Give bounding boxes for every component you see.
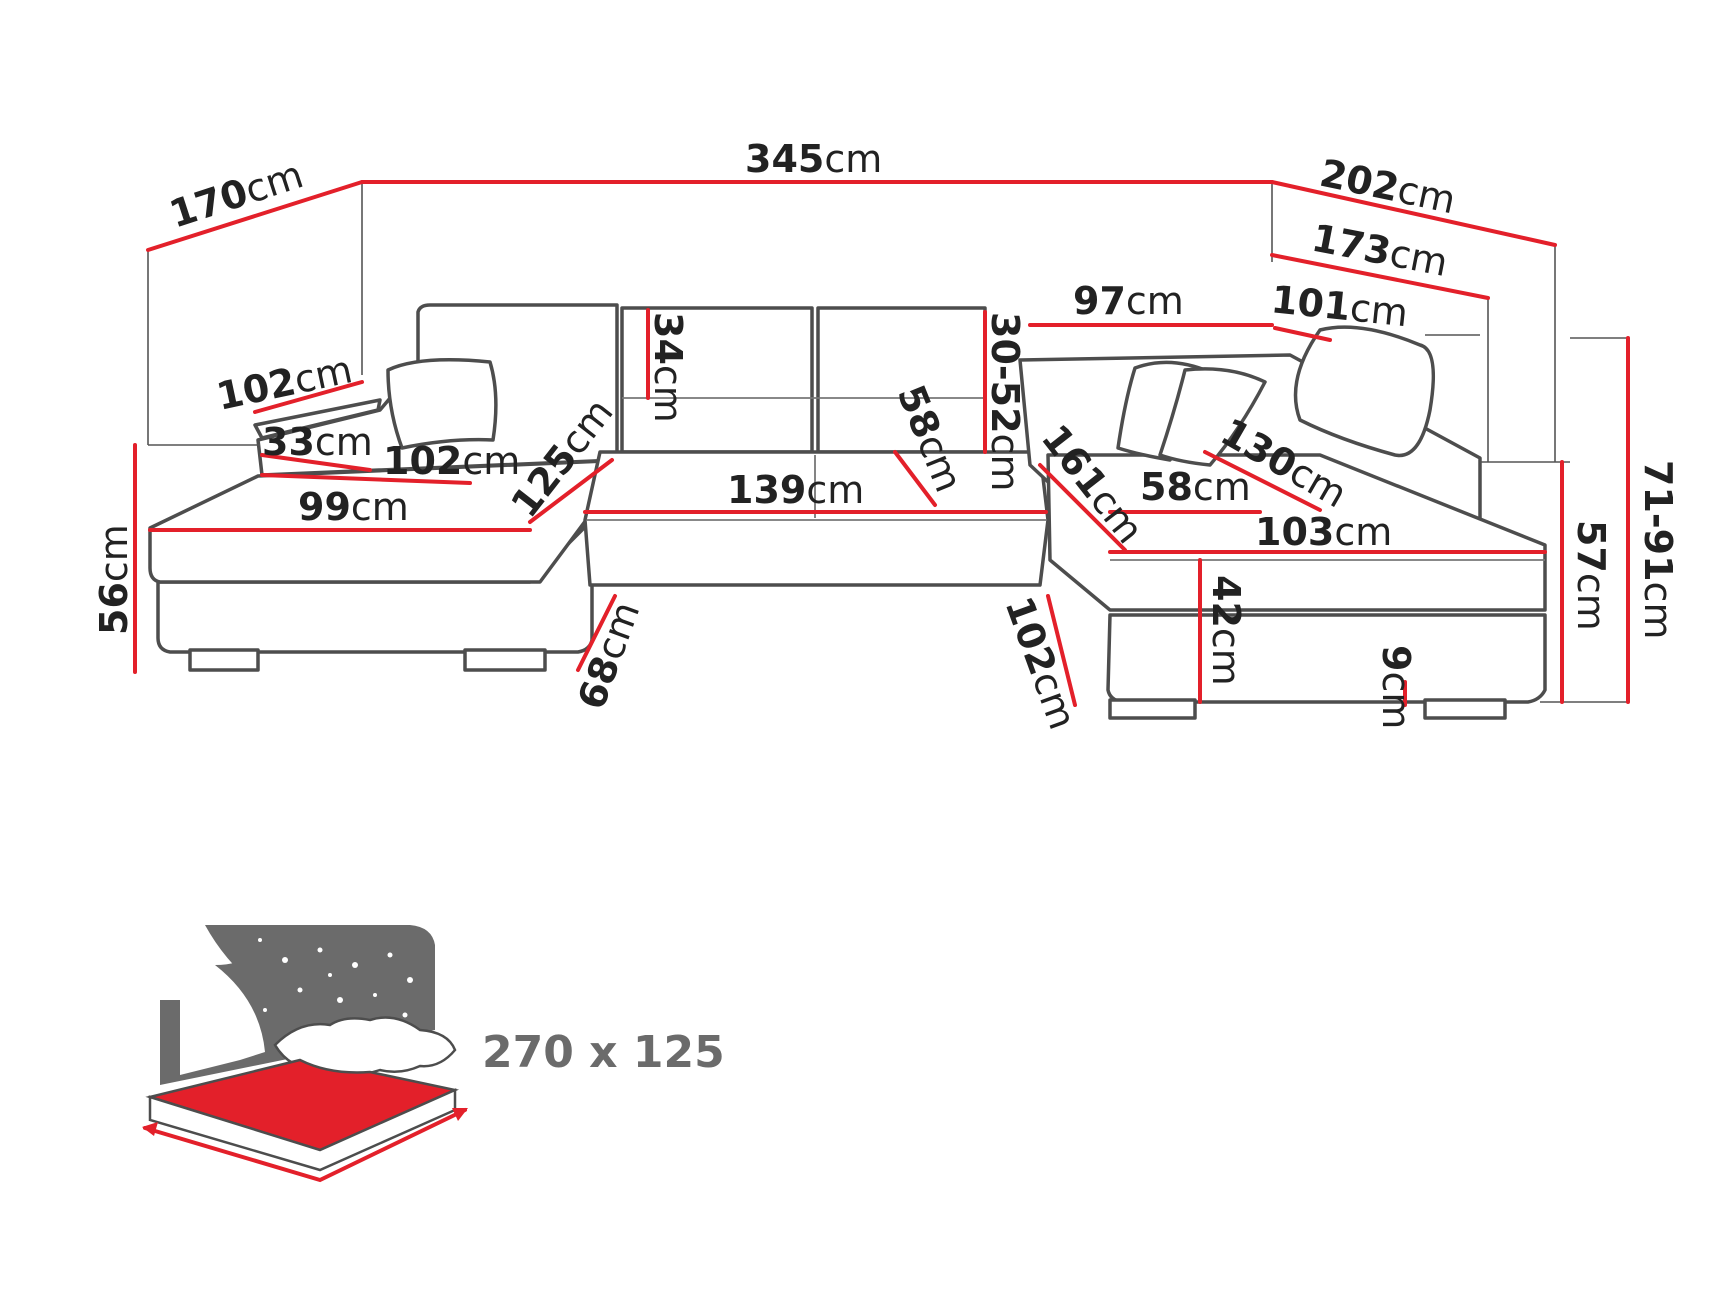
label-right-front-depth: 102cm	[997, 591, 1085, 735]
label-left-seat-length: 102cm	[383, 439, 520, 483]
label-middle-right-back: 97cm	[1073, 279, 1184, 323]
label-backrest-cushion-height: 34cm	[646, 312, 690, 423]
bed-arrow-head-right	[452, 1108, 468, 1121]
bed-mattress-top	[145, 1058, 460, 1152]
right-chaise-seat	[1046, 453, 1547, 612]
pillow-left	[386, 358, 498, 450]
headrest-right	[1293, 325, 1436, 458]
label-right-depth: 202cm	[1316, 151, 1459, 223]
label-leg-height: 9cm	[1374, 645, 1418, 729]
label-total-height: 71-91cm	[1636, 460, 1680, 639]
bed-icon: 270 x 125	[142, 925, 725, 1183]
backrest-right-middle	[816, 306, 987, 454]
bed-length-arrow	[143, 1108, 467, 1183]
guide-lines	[147, 182, 1628, 703]
dimension-lines	[133, 180, 1630, 707]
label-middle-seat-width: 139cm	[727, 468, 864, 512]
leg-4	[1423, 698, 1507, 720]
stars	[187, 938, 413, 1063]
label-right-seat-depth: 58cm	[1140, 465, 1251, 509]
bed-size-label: 270 x 125	[482, 1027, 725, 1078]
label-left-height: 56cm	[92, 524, 136, 635]
leg-1	[188, 648, 260, 672]
sofa-outline	[148, 303, 1547, 720]
pillow-right-2	[1158, 367, 1267, 467]
label-armrest-height: 33cm	[262, 420, 373, 464]
label-right-height: 57cm	[1569, 520, 1613, 631]
right-chaise-base	[1106, 613, 1547, 704]
label-right-seat-width: 103cm	[1255, 510, 1392, 554]
bed-arrow-head-left	[142, 1122, 158, 1136]
label-total-width: 345cm	[745, 137, 882, 181]
label-left-seat-depth: 99cm	[298, 485, 409, 529]
label-headrest-range: 30-52cm	[983, 312, 1027, 491]
leg-2	[463, 648, 547, 672]
leg-3	[1108, 698, 1197, 720]
bed-night-panel	[160, 925, 435, 1085]
label-seat-height: 42cm	[1204, 575, 1248, 686]
label-right-seat-inner: 101cm	[1269, 277, 1410, 335]
